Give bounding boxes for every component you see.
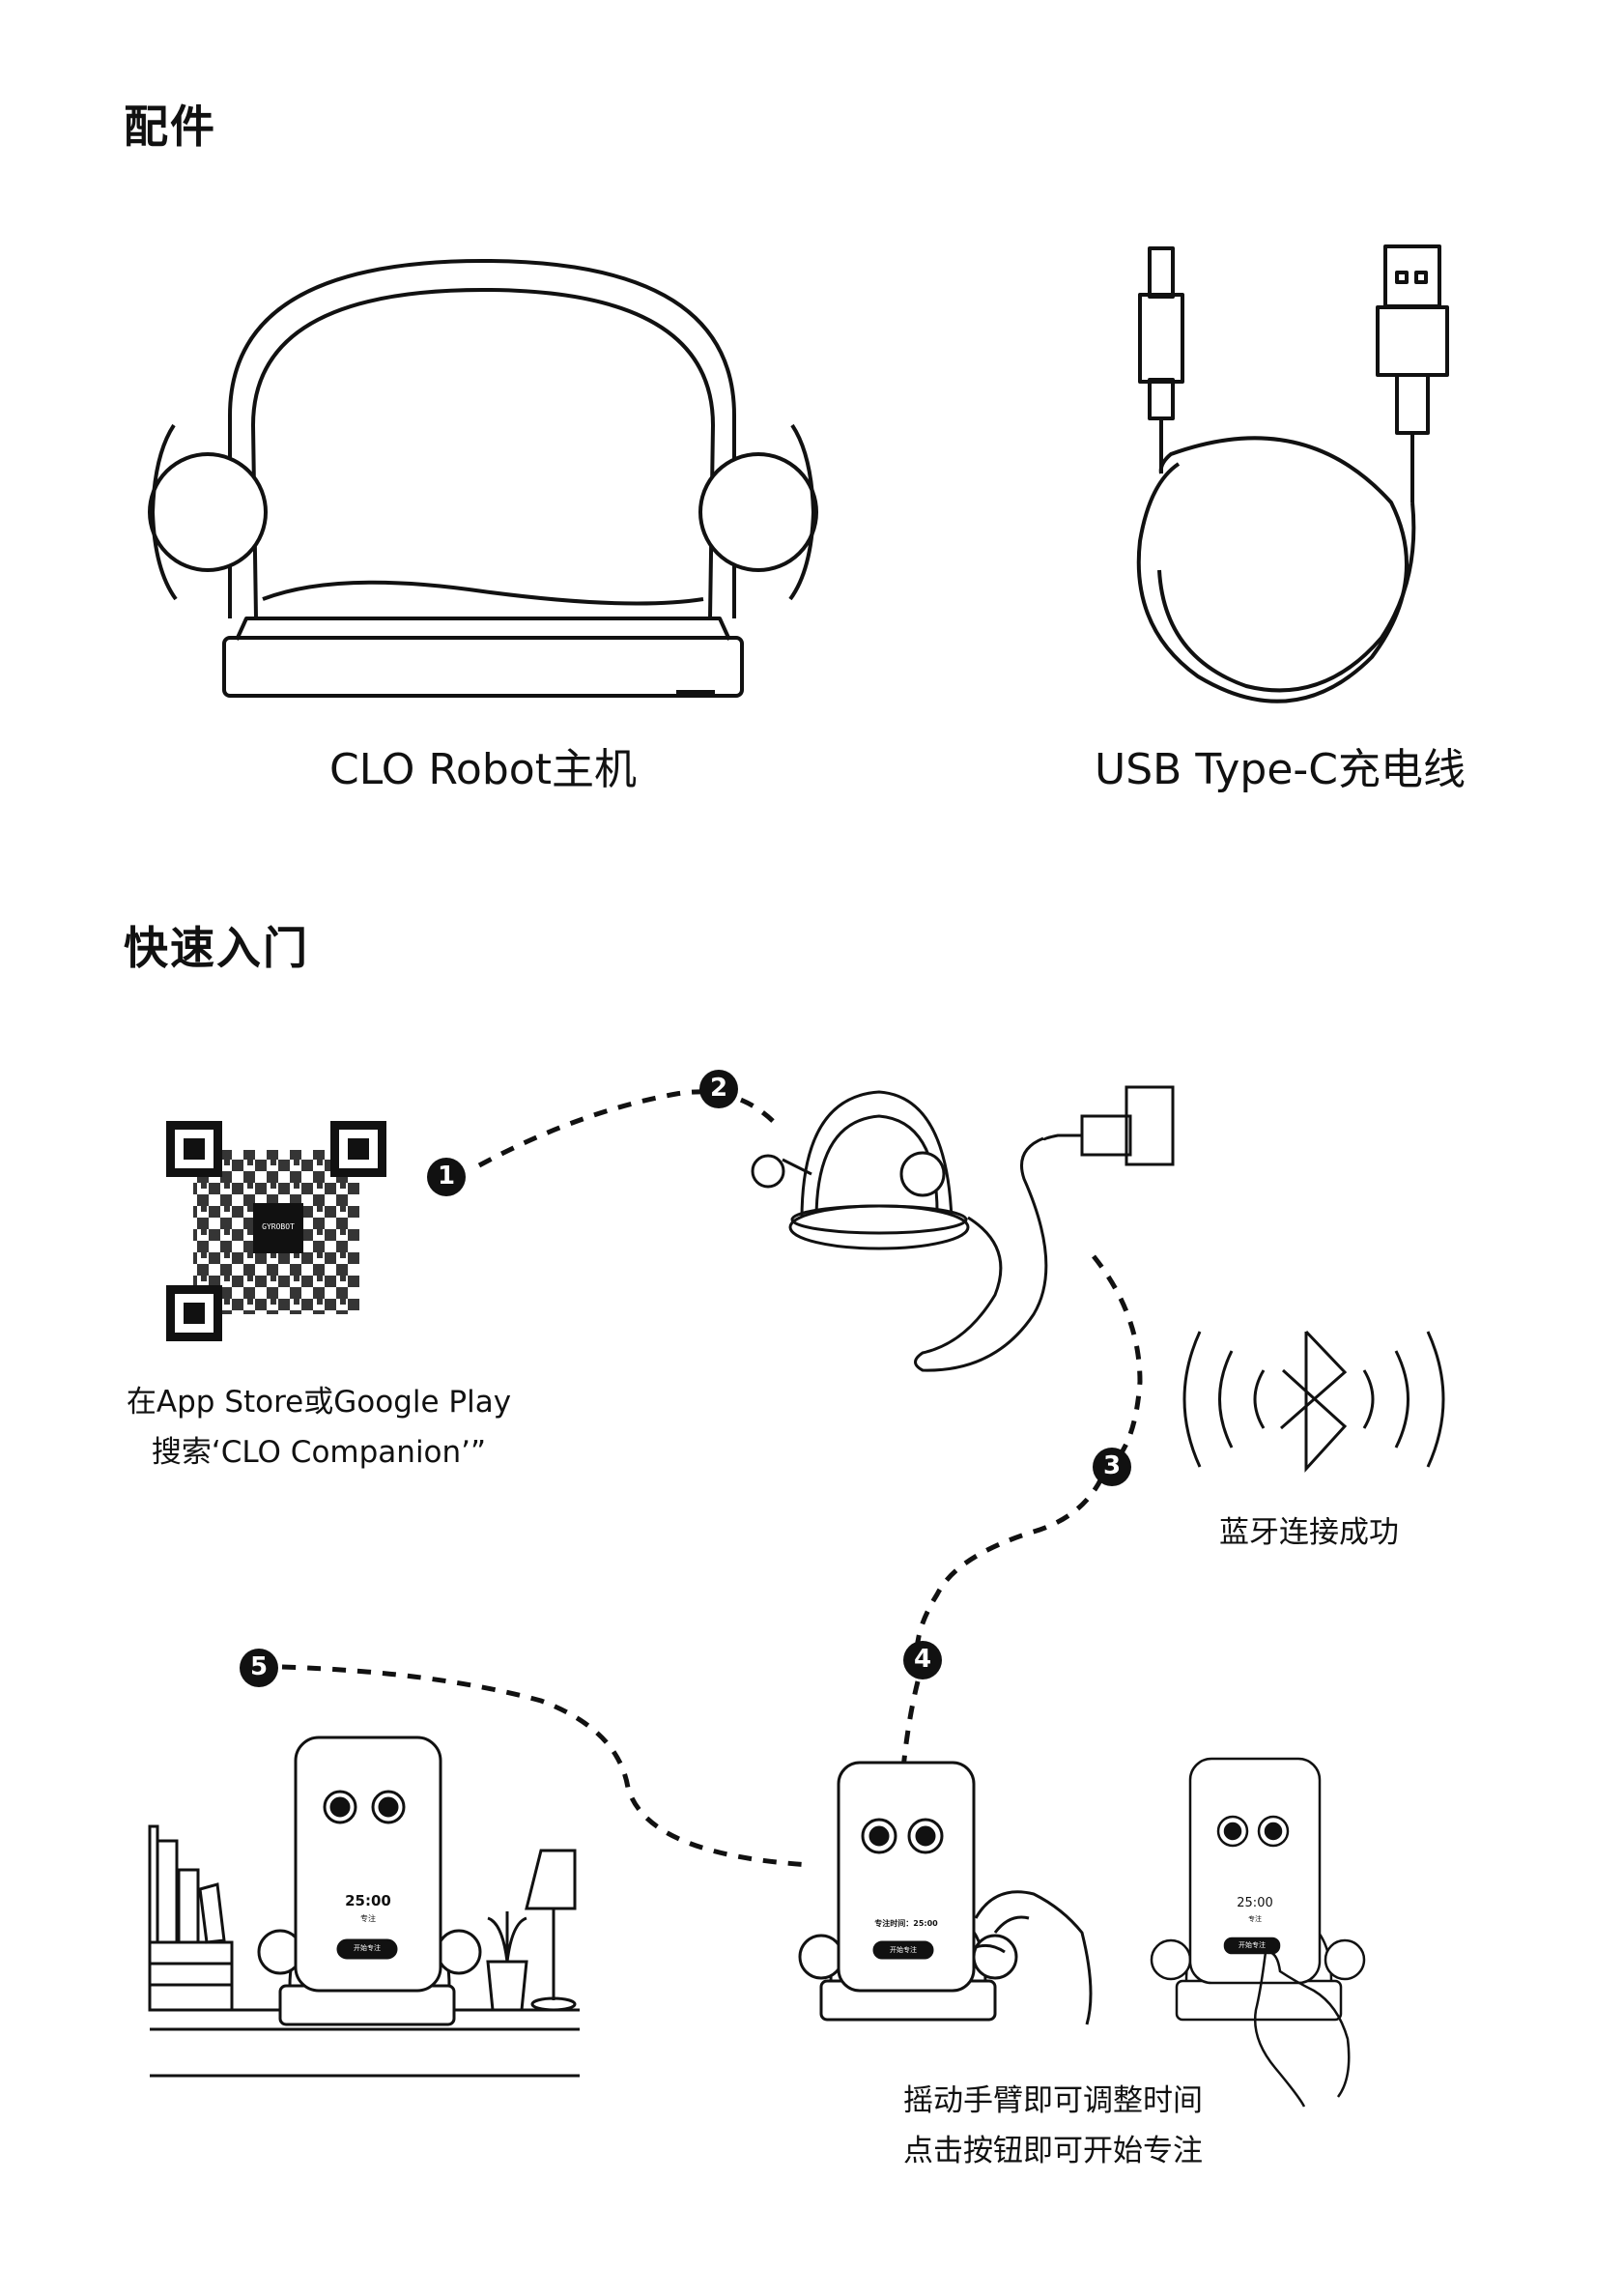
robot-charging-illustration bbox=[751, 1085, 1175, 1372]
robot-unit-label: CLO Robot主机 bbox=[329, 745, 637, 794]
tap-phone-illustration bbox=[1150, 1757, 1366, 2108]
bluetooth-icon bbox=[1182, 1330, 1445, 1473]
adjust-phone-time-text: 专注时间：25:00 bbox=[874, 1919, 938, 1928]
step1-caption: 在App Store或Google Play 搜索‘CLO Companion’… bbox=[116, 1377, 522, 1478]
step4-caption-line1: 摇动手臂即可调整时间 bbox=[903, 2083, 1203, 2118]
step4-caption: 摇动手臂即可调整时间 点击按钮即可开始专注 bbox=[903, 2076, 1203, 2176]
accessories-title: 配件 bbox=[124, 100, 216, 153]
step1-caption-line1: 在App Store或Google Play bbox=[126, 1385, 512, 1420]
step1-caption-line2: 搜索‘CLO Companion’” bbox=[151, 1435, 487, 1470]
qr-center-logo-text: GYROBOT bbox=[262, 1222, 295, 1231]
usb-cable-label: USB Type-C充电线 bbox=[1095, 745, 1466, 794]
desk-phone-sub: 专注 bbox=[360, 1914, 376, 1923]
step4-caption-line2: 点击按钮即可开始专注 bbox=[903, 2134, 1203, 2168]
step-path-lines bbox=[281, 1089, 1143, 1868]
step-number-3: 3 bbox=[1102, 1451, 1122, 1480]
adjust-phone-illustration bbox=[798, 1761, 1093, 2025]
desk-scene-illustration bbox=[148, 1736, 580, 2078]
desk-phone-start-button: 开始专注 bbox=[354, 1944, 381, 1952]
robot-unit-illustration bbox=[148, 259, 818, 698]
step-number-4: 4 bbox=[913, 1645, 932, 1674]
adjust-phone-start-button: 开始专注 bbox=[890, 1946, 917, 1954]
step-badges bbox=[240, 1070, 1131, 1687]
qr-code bbox=[166, 1121, 386, 1341]
bluetooth-success-caption: 蓝牙连接成功 bbox=[1219, 1515, 1399, 1550]
tap-phone-time: 25:00 bbox=[1237, 1896, 1273, 1910]
quickstart-title: 快速入门 bbox=[124, 922, 309, 974]
desk-phone-time: 25:00 bbox=[345, 1892, 391, 1909]
tap-phone-start-button: 开始专注 bbox=[1239, 1941, 1266, 1949]
usb-cable-illustration bbox=[1136, 244, 1449, 703]
step-number-5: 5 bbox=[249, 1652, 269, 1681]
tap-phone-sub: 专注 bbox=[1248, 1915, 1262, 1923]
step-number-1: 1 bbox=[437, 1162, 456, 1191]
step-number-2: 2 bbox=[709, 1074, 728, 1103]
